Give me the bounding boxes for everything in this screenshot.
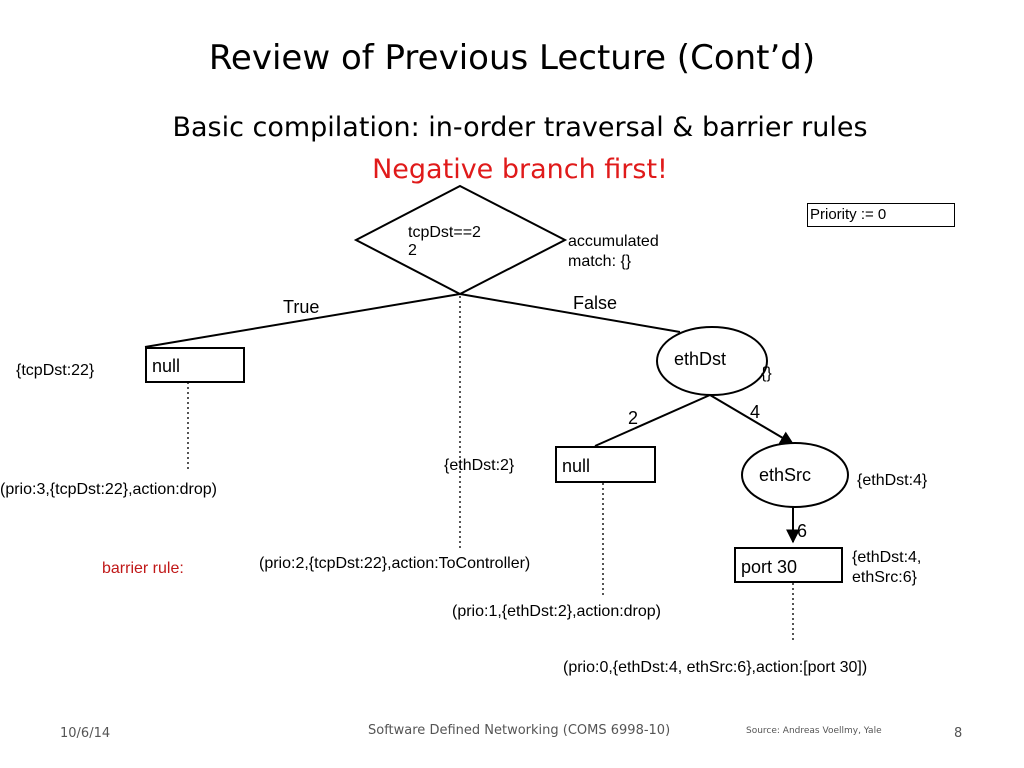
edge-false-line — [459, 293, 681, 333]
null-right-label: null — [562, 456, 591, 476]
edge-false-label: False — [573, 293, 618, 313]
edge-2-label: 2 — [628, 408, 639, 428]
rule-prio1: (prio:1,{ethDst:2},action:drop) — [452, 603, 662, 620]
ethdst-match: {} — [761, 365, 772, 382]
accumulated-match-line1: accumulated — [568, 233, 659, 250]
edge-true-line — [144, 293, 461, 348]
edge-4-line — [709, 394, 795, 445]
footer-course: Software Defined Networking (COMS 6998-1… — [368, 723, 671, 738]
root-label: tcpDst==2 2 — [408, 224, 481, 260]
port-leaf-match: {ethDst:4, ethSrc:6} — [852, 548, 921, 588]
port-leaf-label: port 30 — [741, 557, 798, 577]
accumulated-match: accumulated match: {} — [568, 232, 659, 272]
footer-date: 10/6/14 — [60, 726, 111, 741]
edge-6-label: 6 — [797, 521, 808, 541]
port-leaf-match-line1: {ethDst:4, — [852, 549, 922, 566]
priority-label: Priority := 0 — [810, 206, 887, 223]
priority-box: Priority := 0 — [807, 203, 955, 227]
null-right-box: null — [555, 446, 656, 483]
null-left-label: null — [152, 356, 181, 376]
ethdst-ellipse — [656, 326, 768, 396]
ethdst-label: ethDst — [674, 349, 727, 369]
slide-subtitle: Basic compilation: in-order traversal & … — [172, 112, 868, 143]
null-right-match: {ethDst:2} — [444, 457, 515, 474]
rule-prio0: (prio:0,{ethDst:4, ethSrc:6},action:[por… — [563, 659, 868, 676]
ethsrc-label: ethSrc — [759, 465, 812, 485]
edge-2-line — [594, 394, 711, 447]
root-label-line2: 2 — [408, 242, 417, 259]
root-label-line1: tcpDst==2 — [408, 224, 481, 241]
rule-prio3: (prio:3,{tcpDst:22},action:drop) — [0, 481, 218, 498]
edge-true-label: True — [283, 297, 320, 317]
footer-page: 8 — [954, 726, 963, 741]
rule-prio2: (prio:2,{tcpDst:22},action:ToController) — [259, 555, 531, 572]
barrier-rule-label: barrier rule: — [102, 560, 184, 577]
port-leaf-box: port 30 — [734, 547, 843, 583]
ethsrc-ellipse — [741, 442, 849, 508]
footer-source: Source: Andreas Voellmy, Yale — [746, 726, 882, 736]
null-left-box: null — [145, 347, 245, 383]
ethsrc-match: {ethDst:4} — [857, 472, 928, 489]
slide-emphasis: Negative branch first! — [372, 154, 668, 185]
accumulated-match-line2: match: {} — [568, 253, 632, 270]
null-left-match: {tcpDst:22} — [16, 362, 95, 379]
edge-4-label: 4 — [750, 402, 761, 422]
port-leaf-match-line2: ethSrc:6} — [852, 569, 917, 586]
slide-title: Review of Previous Lecture (Cont’d) — [208, 38, 816, 78]
